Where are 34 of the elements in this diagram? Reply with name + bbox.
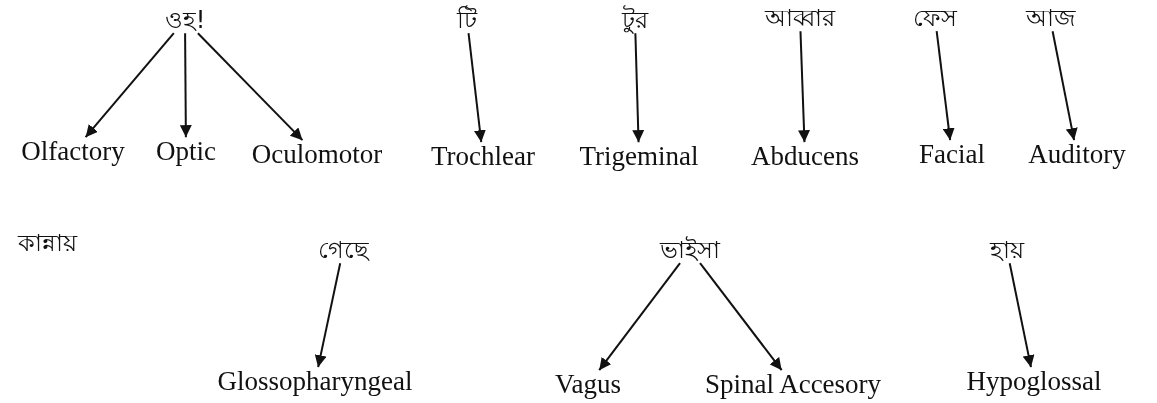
nerve-name: Glossopharyngeal <box>217 367 413 397</box>
arrow <box>196 32 304 142</box>
arrow <box>598 262 682 372</box>
nerve-name: Facial <box>919 140 985 170</box>
nerve-name: Olfactory <box>21 137 125 167</box>
mnemonic-word: ভাইসা <box>660 236 720 264</box>
mnemonic-word: আজ <box>1025 4 1075 32</box>
arrow <box>314 262 342 369</box>
mnemonic-word: ওহ! <box>164 6 206 34</box>
arrow <box>798 30 811 144</box>
nerve-name: Vagus <box>555 370 621 400</box>
mnemonic-word: কান্নায় <box>17 229 77 257</box>
nerve-name: Trigeminal <box>579 142 699 172</box>
mnemonic-word: টুর <box>622 6 648 34</box>
arrow <box>84 32 175 139</box>
arrow <box>632 32 645 144</box>
nerve-name: Optic <box>156 137 216 167</box>
arrow <box>179 32 192 139</box>
mnemonic-word: গেছে <box>317 236 369 264</box>
nerve-name: Abducens <box>751 142 859 172</box>
nerve-name: Hypoglossal <box>966 367 1102 397</box>
nerve-name: Trochlear <box>431 142 535 172</box>
arrow <box>935 30 955 142</box>
mnemonic-word: আব্বার <box>765 4 835 32</box>
arrow <box>1008 262 1035 369</box>
arrow <box>699 262 783 372</box>
mnemonic-word: ফেস <box>913 4 957 32</box>
mnemonic-word: হায় <box>990 236 1024 264</box>
nerve-name: Oculomotor <box>251 140 383 170</box>
arrow <box>1051 30 1078 142</box>
arrow <box>467 32 486 144</box>
nerve-name: Spinal Accesory <box>704 370 882 400</box>
nerve-name: Auditory <box>1028 140 1126 170</box>
mnemonic-word: টি <box>457 6 477 34</box>
